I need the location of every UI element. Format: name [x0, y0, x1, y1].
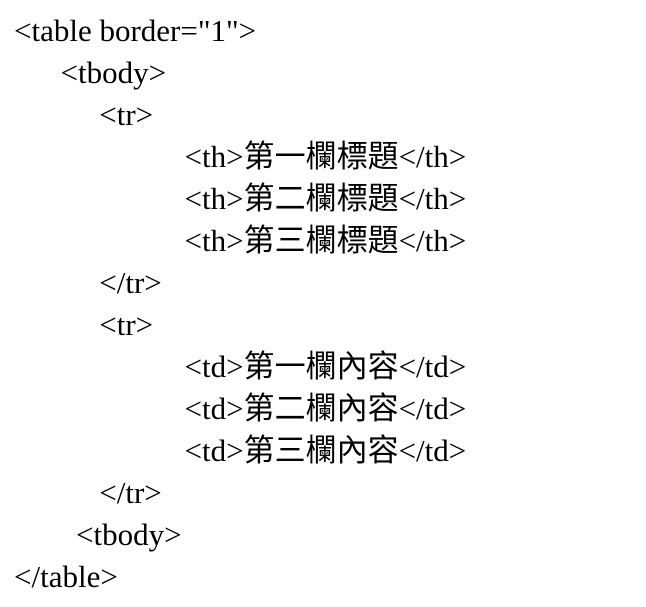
code-line: <td>第三欄內容</td>	[14, 433, 467, 468]
code-line: <td>第二欄內容</td>	[14, 391, 467, 426]
code-line: <tr>	[14, 97, 154, 132]
code-line: </tr>	[14, 475, 162, 510]
code-line: <td>第一欄內容</td>	[14, 349, 467, 384]
code-line: </tr>	[14, 265, 162, 300]
code-line: <th>第三欄標題</th>	[14, 223, 467, 258]
code-line: <tbody>	[14, 55, 167, 90]
code-line: <tbody>	[14, 517, 182, 552]
code-line: </table>	[14, 559, 118, 594]
code-line: <th>第二欄標題</th>	[14, 181, 467, 216]
code-line: <tr>	[14, 307, 154, 342]
code-line: <th>第一欄標題</th>	[14, 139, 467, 174]
code-line: <table border="1">	[14, 13, 257, 48]
